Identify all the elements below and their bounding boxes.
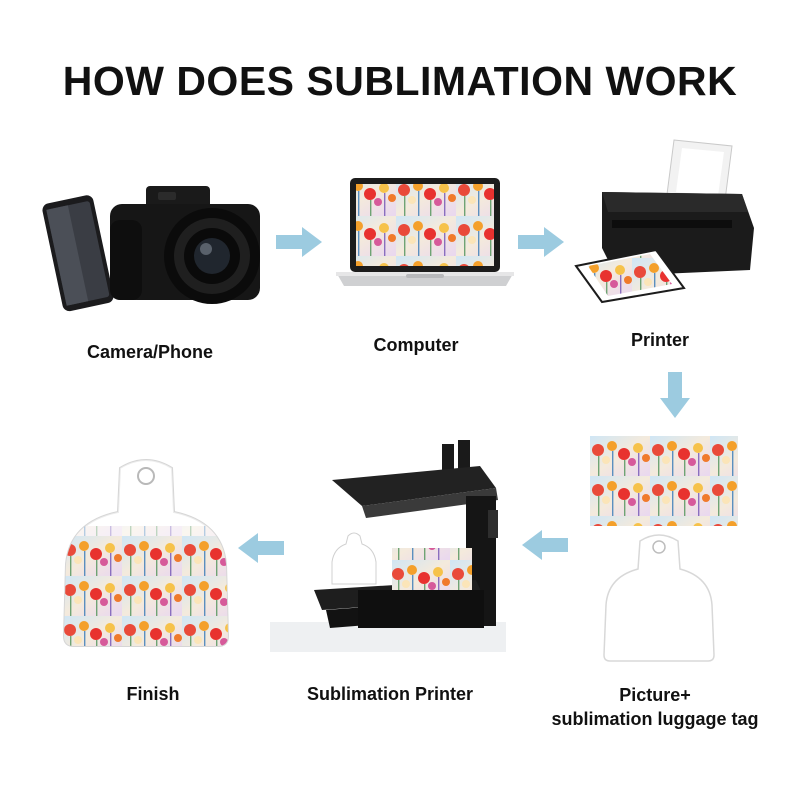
camera-icon (110, 186, 260, 304)
arrow-right-icon (276, 227, 322, 257)
step-label-picture-tag-line1: Picture+ (619, 685, 691, 705)
printer-icon (574, 139, 754, 304)
step-label-picture-tag-line2: sublimation luggage tag (551, 709, 759, 729)
step-label-computer: Computer (373, 335, 459, 355)
luggage-tag-icon (603, 534, 715, 662)
phone-icon (42, 195, 114, 312)
heat-press-icon (270, 440, 506, 652)
page-title: HOW DOES SUBLIMATION WORK (62, 58, 738, 104)
arrow-left-icon (238, 533, 284, 563)
step-label-finish: Finish (126, 684, 180, 704)
finished-tag-icon (62, 459, 230, 647)
arrow-right-icon (518, 227, 564, 257)
arrow-left-icon (522, 530, 568, 560)
step-label-sublimation-printer: Sublimation Printer (306, 684, 474, 704)
step-label-printer: Printer (630, 330, 690, 350)
laptop-icon (336, 178, 514, 286)
arrow-down-icon (660, 372, 690, 418)
picture-icon (590, 436, 738, 526)
step-label-camera-phone: Camera/Phone (86, 342, 214, 362)
